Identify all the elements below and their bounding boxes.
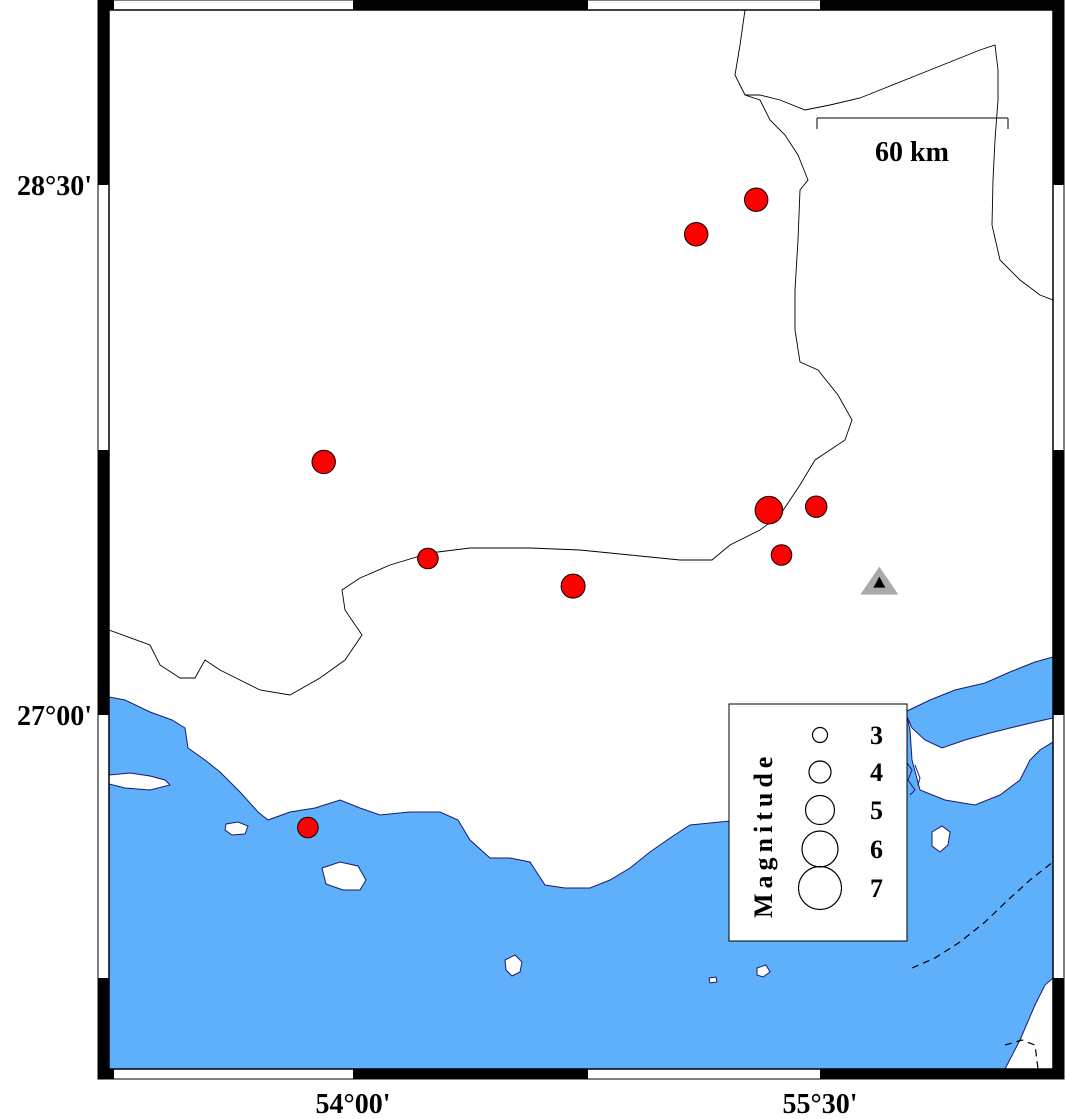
island-east xyxy=(931,825,951,853)
island-south xyxy=(504,954,523,977)
legend-circle-4 xyxy=(808,760,832,784)
boundary-line-dashed xyxy=(911,861,1053,969)
legend-circle-5 xyxy=(804,794,836,826)
boundary-line-north xyxy=(745,44,1053,301)
scale-bar-label: 60 km xyxy=(875,137,949,168)
island-small xyxy=(224,821,249,836)
earthquake-event-2 xyxy=(311,449,336,475)
y-tick-label-27: 27°00' xyxy=(17,701,92,732)
legend-label-6: 6 xyxy=(870,835,883,864)
legend-circle-7 xyxy=(797,865,843,911)
map-frame xyxy=(97,0,1065,1080)
earthquake-event-1 xyxy=(684,222,709,247)
events-layer xyxy=(297,187,894,839)
earthquake-event-3 xyxy=(754,495,784,525)
earthquake-event-6 xyxy=(417,547,439,570)
x-tick-label-55-30: 55°30' xyxy=(783,1089,858,1119)
legend-entries: 3 4 5 6 7 xyxy=(797,721,883,911)
x-tick-label-54: 54°00' xyxy=(316,1089,391,1119)
station-layer xyxy=(860,566,899,595)
y-tick-label-28-30: 28°30' xyxy=(17,171,92,202)
legend-label-7: 7 xyxy=(870,874,883,903)
scale-bar: 60 km xyxy=(816,117,1009,168)
island-tiny-2 xyxy=(708,976,718,984)
island-north xyxy=(109,772,171,791)
legend-circle-3 xyxy=(811,726,829,744)
sea-strait-of-hormuz xyxy=(904,656,1053,749)
earthquake-event-4 xyxy=(805,495,828,518)
legend-label-5: 5 xyxy=(870,796,883,825)
legend-label-3: 3 xyxy=(870,721,883,750)
boundary-line-main xyxy=(109,10,853,696)
earthquake-event-7 xyxy=(560,573,586,599)
earthquake-event-0 xyxy=(744,187,769,212)
island-tiny-1 xyxy=(756,964,771,978)
boundary-line-dashed-corner xyxy=(1004,1039,1039,1069)
station-triangle-inner-icon xyxy=(873,576,886,588)
earthquake-event-5 xyxy=(770,544,793,566)
magnitude-legend: Magnitude 3 4 5 6 7 xyxy=(728,703,908,942)
map-plot-area xyxy=(109,10,1053,1069)
legend-label-4: 4 xyxy=(870,758,883,787)
island-kish xyxy=(321,861,367,891)
earthquake-event-9 xyxy=(297,816,319,839)
inland-water-detail xyxy=(904,759,921,796)
legend-title: Magnitude xyxy=(749,752,778,918)
